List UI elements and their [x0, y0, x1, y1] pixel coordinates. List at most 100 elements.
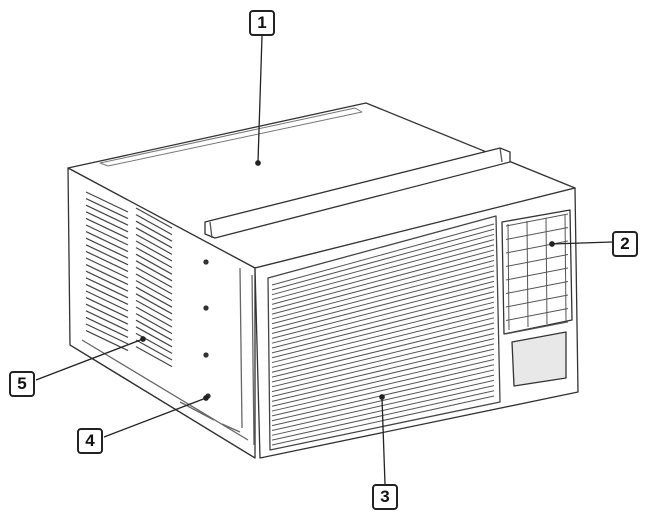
vent-slat: [85, 191, 129, 213]
grille-slat: [271, 301, 495, 359]
vent-slat: [85, 297, 129, 319]
vent-slat: [135, 299, 173, 321]
grille-slat: [271, 359, 495, 412]
vent-slat: [135, 227, 173, 249]
grille-slat: [271, 338, 495, 393]
vent-slat: [135, 280, 173, 302]
callout-2: 2: [612, 231, 638, 257]
vent-slat: [135, 346, 173, 368]
vent-slat: [85, 211, 129, 233]
front-grille-outline: [267, 215, 501, 451]
grille-slat: [271, 312, 495, 368]
vent-slat: [85, 264, 129, 286]
louver-col: [564, 214, 567, 322]
grille-slat: [271, 327, 495, 383]
vent-slat: [85, 198, 129, 220]
vent-slat: [85, 231, 129, 253]
grille-slat: [271, 265, 495, 325]
vent-slat: [135, 266, 173, 288]
vent-slat: [135, 260, 173, 282]
leader-3: [381, 397, 386, 485]
callout-1: 1: [249, 10, 275, 36]
vent-slat: [85, 303, 129, 325]
vent-slat: [135, 339, 173, 361]
vent-slat: [85, 237, 129, 259]
side-vent-slats: [85, 191, 173, 368]
vent-slat: [85, 224, 129, 246]
grille-slat: [271, 374, 495, 427]
vent-slat: [85, 244, 129, 266]
vent-slat: [135, 207, 173, 229]
grille-slat: [271, 379, 495, 431]
display-window: [511, 331, 567, 387]
vent-slat: [85, 217, 129, 239]
grille-slat: [271, 296, 495, 354]
vent-slat: [135, 253, 173, 275]
louver-box: [501, 209, 573, 335]
grille-slat: [271, 233, 495, 296]
grille-slat: [271, 317, 495, 373]
vent-slat: [135, 247, 173, 269]
vent-slat: [135, 313, 173, 335]
grille-slat: [271, 280, 495, 339]
louver-row: [505, 308, 569, 321]
vent-slat: [135, 233, 173, 255]
grille-slat: [271, 223, 495, 286]
louver-col: [507, 223, 510, 331]
vent-slat: [85, 323, 129, 345]
grille-slat: [271, 228, 495, 291]
vent-slat: [85, 283, 129, 305]
vent-slat: [135, 286, 173, 308]
louver-row: [505, 240, 569, 254]
vent-slat: [135, 306, 173, 328]
vent-slat: [135, 273, 173, 295]
vent-slat: [85, 277, 129, 299]
front-grille-slats: [271, 223, 495, 446]
louver-grid: [505, 213, 569, 335]
vent-slat: [135, 240, 173, 262]
grille-slat: [271, 275, 495, 334]
grille-slat: [271, 291, 495, 349]
grille-slat: [271, 306, 495, 364]
callout-4: 4: [77, 428, 103, 454]
grille-slat: [271, 244, 495, 305]
leader-4: [103, 397, 207, 438]
grille-slat: [271, 322, 495, 378]
grille-slat: [271, 270, 495, 330]
grille-slat: [271, 254, 495, 315]
louver-row: [505, 294, 569, 308]
grille-slat: [271, 353, 495, 407]
vent-slat: [135, 293, 173, 315]
grille-slat: [271, 260, 495, 320]
louver-col: [545, 217, 548, 325]
leader-1: [257, 35, 263, 163]
vent-slat: [135, 319, 173, 341]
vent-slat: [85, 270, 129, 292]
grille-slat: [271, 343, 495, 398]
leader-5: [35, 338, 144, 381]
grille-slat: [271, 348, 495, 402]
louver-col: [526, 220, 529, 328]
grille-slat: [271, 239, 495, 301]
vent-slat: [85, 257, 129, 279]
vent-slat: [85, 310, 129, 332]
callout-3: 3: [372, 484, 398, 510]
grille-slat: [271, 249, 495, 310]
louver-row: [505, 254, 569, 267]
grille-slat: [271, 286, 495, 344]
louver-row: [505, 267, 569, 281]
vent-slat: [135, 326, 173, 348]
louver-row: [505, 213, 569, 227]
vent-slat: [85, 204, 129, 226]
louver-row: [505, 281, 569, 294]
vent-slat: [135, 214, 173, 236]
vent-slat: [85, 316, 129, 338]
leader-2: [551, 241, 613, 245]
callout-5: 5: [9, 371, 35, 397]
vent-slat: [85, 250, 129, 272]
grille-slat: [271, 332, 495, 388]
vent-slat: [135, 220, 173, 242]
louver-row: [505, 321, 569, 335]
